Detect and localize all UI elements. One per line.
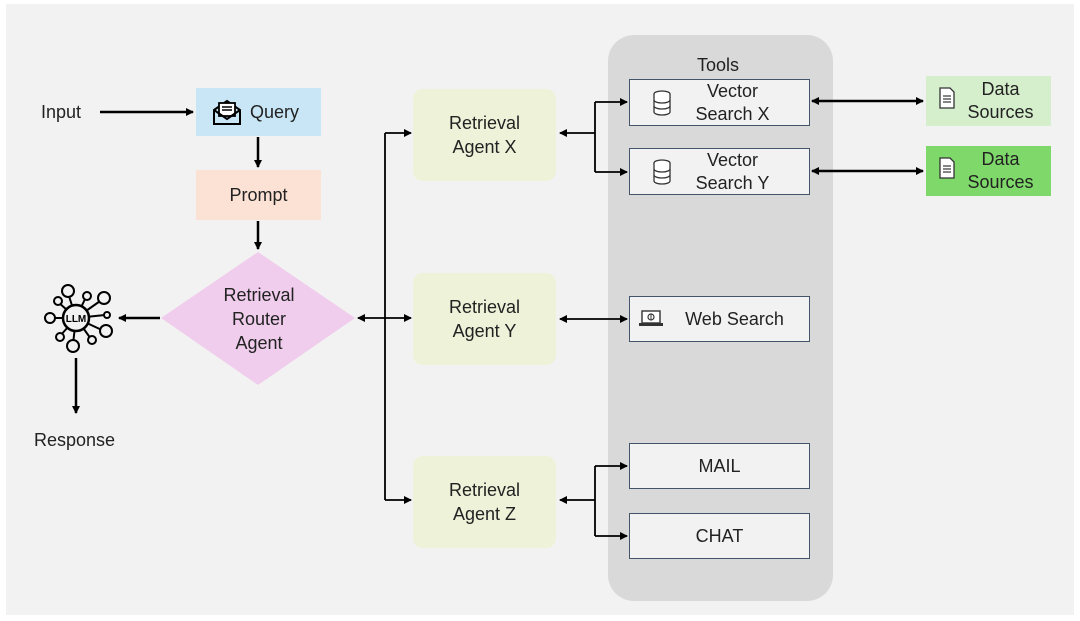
web-search: Web Search <box>629 296 810 342</box>
llm-network-icon: LLM <box>44 284 113 353</box>
database-icon <box>653 159 671 185</box>
document-icon <box>939 157 955 179</box>
llm-label: LLM <box>66 314 87 325</box>
retrieval-agent-y: Retrieval Agent Y <box>413 273 556 365</box>
agent-z-label: Retrieval Agent Z <box>448 480 521 524</box>
mail-label: MAIL <box>698 455 741 476</box>
prompt-label: Prompt <box>229 185 288 205</box>
envelope-icon <box>213 99 241 125</box>
data-sources-2: Data Sources <box>926 146 1051 196</box>
data-sources-1-label: Data Sources <box>967 79 1034 122</box>
response-label: Response <box>34 430 116 450</box>
laptop-icon <box>639 310 663 326</box>
vector-search-x: Vector Search X <box>629 79 810 126</box>
router-diamond <box>161 252 355 385</box>
retrieval-agent-z: Retrieval Agent Z <box>413 456 556 548</box>
document-icon <box>939 87 955 109</box>
retrieval-agent-x: Retrieval Agent X <box>413 89 556 181</box>
query-label: Query <box>249 102 300 122</box>
query-node: Query <box>196 88 321 136</box>
data-sources-1: Data Sources <box>926 76 1051 126</box>
mail-tool: MAIL <box>629 443 810 489</box>
vector-search-y-label: Vector Search Y <box>695 149 770 193</box>
agent-x-label: Retrieval Agent X <box>448 113 521 157</box>
input-label: Input <box>41 102 82 122</box>
agent-y-label: Retrieval Agent Y <box>448 297 521 341</box>
database-icon <box>653 90 671 116</box>
tools-title: Tools <box>697 55 740 75</box>
data-sources-2-label: Data Sources <box>967 149 1034 192</box>
prompt-node: Prompt <box>196 170 321 220</box>
web-search-label: Web Search <box>685 308 784 329</box>
chat-tool: CHAT <box>629 513 810 559</box>
router-label: Retrieval Router Agent <box>223 285 295 353</box>
vector-search-x-label: Vector Search X <box>695 80 770 124</box>
vector-search-y: Vector Search Y <box>629 148 810 195</box>
chat-label: CHAT <box>695 525 744 546</box>
